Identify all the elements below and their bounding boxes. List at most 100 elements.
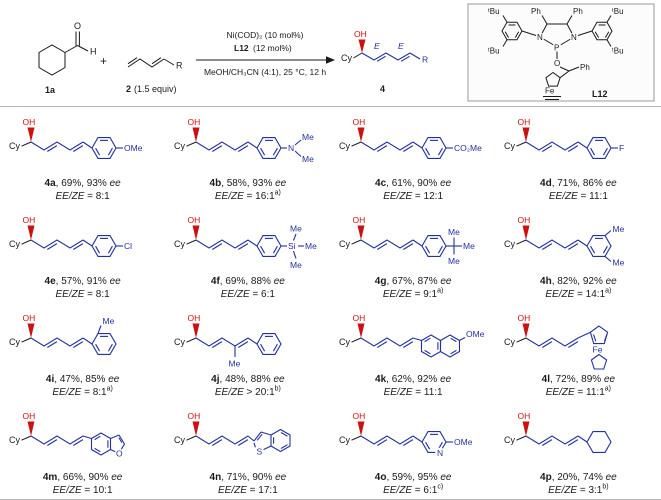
structure-4a: OMe [8,116,143,159]
footnote-marker: b) [602,483,609,491]
product-caption: 4a, 69%, 93% ee EE/ZE = 8:1 [44,178,121,202]
compound-2-equiv: (1.5 equiv) [134,84,177,94]
product-caption: 4l, 72%, 89% ee EE/ZE = 11:1a) [541,374,616,398]
product-cell-4i: Me 4i, 47%, 85% ee EE/ZE = 8:1a) [0,303,165,401]
structure-4k: OMe [338,312,485,358]
footnote-marker: c) [437,483,444,491]
product-cell-4f: Si Me Me Me 4f, 69%, 88% ee EE/ZE = 6:1 [165,205,330,303]
compound-4-label: 4 [380,84,385,94]
conditions-line-1: Ni(COD)₂ (10 mol%) [227,30,304,40]
atom-label: OMe [466,329,485,339]
product-cell-4l: Fe 4l, 72%, 89% ee EE/ZE = 11:1a) [496,303,661,401]
product-e2-label: E [398,41,404,51]
atom-label: Fe [593,345,603,355]
atom-label: S [256,447,262,457]
ligand-n-label: N [537,33,543,42]
product-caption: 4b, 58%, 93% ee EE/ZE = 16:1a) [209,178,287,202]
product-caption: 4m, 66%, 90% ee EE/ZE = 10:1 [42,472,123,496]
structure-4b: N Me Me [173,116,314,164]
diene-r-label: R [176,61,183,71]
ligand-fe-label: Fe [545,87,555,96]
product-cell-4n: S 4n, 71%, 90% ee EE/ZE = 17:1 [165,401,330,499]
ligand-p-label: P [554,44,559,53]
product-caption: 4i, 47%, 85% ee EE/ZE = 8:1a) [45,374,120,398]
product-cy-label: Cy [341,53,352,63]
conditions-line-3: MeOH/CH₃CN (4:1), 25 °C, 12 h [204,67,326,77]
footnote-marker: a) [605,287,612,295]
aldehyde-structure: O H 1a [38,21,97,95]
ligand-o-label: O [554,59,560,68]
structure-4g: Me Me Me [338,214,475,266]
plus-sign: + [100,54,107,68]
product-grid: OMe 4a, 69%, 93% ee EE/ZE = 8:1 N Me Me … [0,106,661,500]
atom-label: Me [613,224,625,234]
ligand-box-frame [467,3,655,102]
ligand-ph-label: Ph [531,7,541,16]
product-oh-label: OH [354,29,367,39]
product-cell-4j: Me 4j, 48%, 88% ee EE/ZE > 20:1b) [165,303,330,401]
reaction-arrow: Ni(COD)₂ (10 mol%) L12 (12 mol%) MeOH/CH… [196,30,335,77]
compound-2-label: 2 [126,84,131,94]
atom-label: OMe [124,143,143,153]
product-caption: 4p, 20%, 74% ee EE/ZE = 3:1b) [540,472,617,496]
product-caption: 4o, 59%, 95% ee EE/ZE = 6:1c) [374,472,452,496]
structure-4m: O [8,410,125,459]
atom-label: Me [463,241,475,251]
structure-4o: N OMe [338,410,473,458]
structure-4j: Me [173,312,282,369]
structure-4h: Me Me [503,214,625,268]
structure-4l: Fe [503,312,609,370]
product-cell-4o: N OMe 4o, 59%, 95% ee EE/ZE = 6:1c) [331,401,496,499]
ligand-tbu-label: ᵗBu [612,7,624,16]
product-caption: 4k, 62%, 92% ee EE/ZE = 11:1 [375,374,452,398]
footnote-marker: a) [274,189,281,197]
ligand-tbu-label: ᵗBu [488,7,500,16]
aldehyde-h-label: H [90,47,97,57]
product-r-label: R [422,55,428,65]
structure-4n: S [173,410,291,457]
compound-1a-label: 1a [45,85,56,95]
product-caption: 4c, 61%, 90% ee EE/ZE = 12:1 [375,178,452,202]
product-caption: 4d, 71%, 86% ee EE/ZE = 11:1 [540,178,617,202]
product-caption: 4n, 71%, 90% ee EE/ZE = 17:1 [209,472,287,496]
product-caption: 4g, 67%, 87% ee EE/ZE = 9:1a) [374,276,452,300]
atom-label: Cl [124,241,132,251]
atom-label: F [619,143,624,153]
reaction-scheme: O H 1a + R 2 (1.5 equiv) Ni(COD)₂ (10 mo… [38,3,655,102]
diene-structure: R 2 (1.5 equiv) [126,57,183,94]
product-cell-4c: CO₂Me 4c, 61%, 90% ee EE/ZE = 12:1 [331,107,496,205]
structure-4c: CO₂Me [338,116,482,159]
product-structure: Cy OH R E E 4 [341,29,428,94]
structure-4i: Me [8,312,117,355]
product-cell-4k: OMe 4k, 62%, 92% ee EE/ZE = 11:1 [331,303,496,401]
atom-label: CO₂Me [454,143,482,153]
product-e1-label: E [374,41,380,51]
footnote-marker: a) [106,385,113,393]
product-cell-4p: 4p, 20%, 74% ee EE/ZE = 3:1b) [496,401,661,499]
product-caption: 4j, 48%, 88% ee EE/ZE > 20:1b) [211,374,285,398]
product-cell-4g: Me Me Me 4g, 67%, 87% ee EE/ZE = 9:1a) [331,205,496,303]
conditions-ligand-label: L12 [234,43,249,53]
product-caption: 4e, 57%, 91% ee EE/ZE = 8:1 [44,276,121,300]
footnote-marker: a) [604,385,611,393]
atom-label: Me [448,227,460,237]
atom-label: Me [302,132,314,142]
structure-4e: Cl [8,214,132,257]
atom-label: Si [288,241,296,251]
product-caption: 4h, 82%, 92% ee EE/ZE = 14:1a) [540,276,617,300]
ligand-ph-label: Ph [573,7,583,16]
atom-label: Me [613,258,625,268]
product-caption: 4f, 69%, 88% ee EE/ZE = 6:1 [210,276,285,300]
atom-label: Me [228,359,240,369]
carbonyl-o-label: O [74,21,81,31]
product-cell-4m: O 4m, 66%, 90% ee EE/ZE = 10:1 [0,401,165,499]
product-cell-4d: F 4d, 71%, 86% ee EE/ZE = 11:1 [496,107,661,205]
atom-label: Me [102,316,114,326]
ligand-tbu-label: ᵗBu [612,47,624,56]
atom-label: Me [290,260,302,270]
structure-4d: F [503,116,625,159]
product-cell-4a: OMe 4a, 69%, 93% ee EE/ZE = 8:1 [0,107,165,205]
atom-label: Me [290,224,302,234]
product-cell-4h: Me Me 4h, 82%, 92% ee EE/ZE = 14:1a) [496,205,661,303]
